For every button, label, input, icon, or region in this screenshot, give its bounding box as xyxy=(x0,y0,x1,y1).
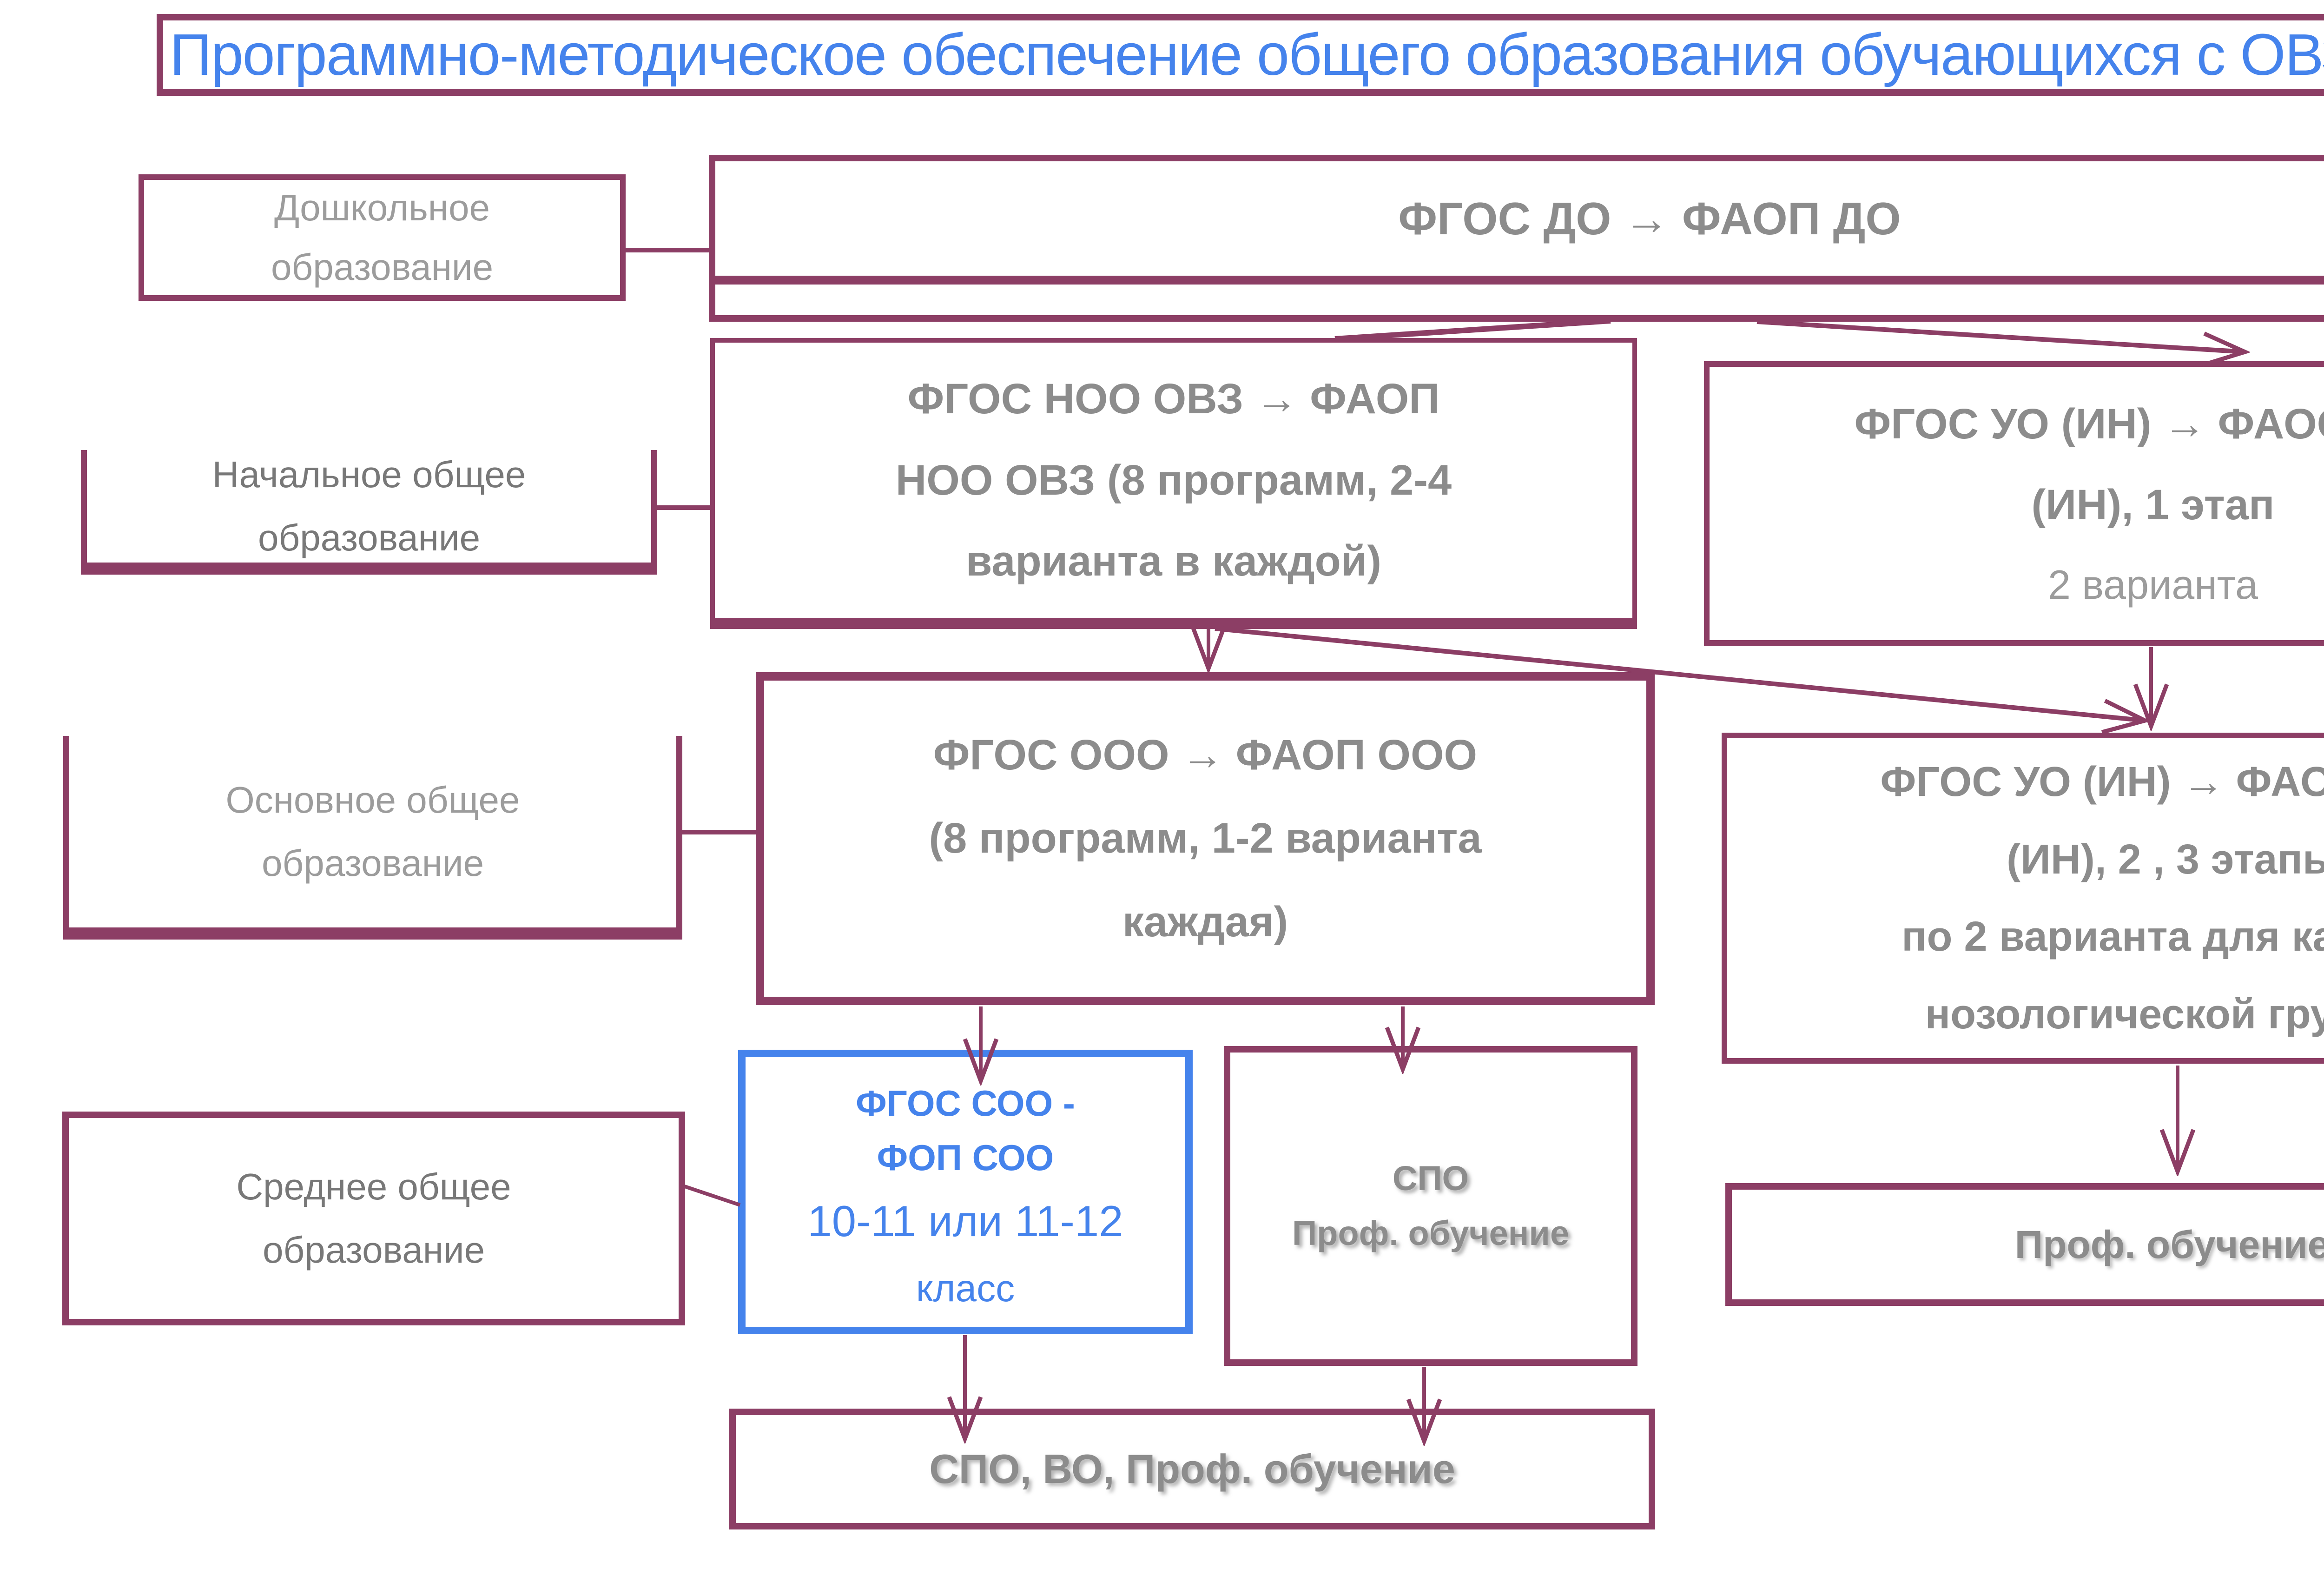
text-line: образование xyxy=(271,246,494,288)
flow-box-spo: СПО Проф. обучение xyxy=(1224,1046,1637,1366)
text-line: Основное общее xyxy=(225,779,520,821)
text-line: ФГОС СОО - xyxy=(856,1083,1075,1124)
text-line: СПО, ВО, Проф. обучение xyxy=(929,1446,1455,1492)
text-line: (ИН), 1 этап xyxy=(2031,481,2275,529)
arrow-do-to-uo1-diagonal xyxy=(1756,319,2245,352)
text-line: СПО xyxy=(1392,1159,1469,1198)
text-line: ФГОС НОО ОВЗ → ФАОП xyxy=(907,375,1440,423)
text-line: ФГОС ДО → ФАОП ДО xyxy=(1398,192,1901,244)
text-line: 10-11 или 11-12 xyxy=(807,1197,1123,1246)
text-line: 2 варианта xyxy=(2048,562,2258,608)
text-line: каждая) xyxy=(1122,898,1288,946)
stage-label-secondary: Среднее общее образование xyxy=(62,1112,685,1325)
connector-do-to-noo-diagonal xyxy=(1334,318,1611,342)
text-line: ФГОС ООО → ФАОП ООО xyxy=(933,731,1478,779)
flow-box-fgos-noo-ovz: ФГОС НОО ОВЗ → ФАОП НОО ОВЗ (8 программ,… xyxy=(710,338,1637,629)
text-line: Среднее общее xyxy=(236,1166,511,1207)
text-line: Проф. обучение xyxy=(1292,1214,1569,1252)
text-line: нозологической группы xyxy=(1925,991,2324,1038)
flow-box-prof-training: Проф. обучение xyxy=(1725,1183,2324,1306)
flow-box-fgos-soo: ФГОС СОО - ФОП СОО 10-11 или 11-12 класс xyxy=(738,1050,1193,1334)
text-line: НОО ОВЗ (8 программ, 2-4 xyxy=(895,456,1452,504)
flow-box-fgos-uo-stage23: ФГОС УО (ИН) → ФАООП УО (ИН), 2 , 3 этап… xyxy=(1722,733,2324,1064)
text-line: ФГОС УО (ИН) → ФАООП УО xyxy=(1854,400,2324,448)
text-line: образование xyxy=(262,1229,485,1271)
text-line: (8 программ, 1-2 варианта xyxy=(929,814,1482,862)
text-line: ФОП СОО xyxy=(877,1137,1054,1178)
flow-box-spo-vo-prof: СПО, ВО, Проф. обучение xyxy=(729,1409,1655,1529)
flow-box-fgos-uo-stage1: ФГОС УО (ИН) → ФАООП УО (ИН), 1 этап 2 в… xyxy=(1704,361,2324,646)
text-line: Дошкольное xyxy=(274,187,490,228)
title-box: Программно-методическое обеспечение обще… xyxy=(157,14,2324,96)
text-line: Проф. обучение xyxy=(2014,1222,2324,1266)
text-line: ФГОС УО (ИН) → ФАООП УО xyxy=(1880,759,2324,805)
connector-secondary-to-soo xyxy=(684,1185,741,1207)
text-line: образование xyxy=(261,842,484,884)
stage-label-preschool: Дошкольное образование xyxy=(139,174,626,301)
text-line: варианта в каждой) xyxy=(965,537,1382,585)
stage-label-primary: Начальное общее образование xyxy=(81,450,657,575)
flow-box-fgos-ooo: ФГОС ООО → ФАОП ООО (8 программ, 1-2 вар… xyxy=(756,672,1655,1005)
flow-box-empty-strip xyxy=(709,278,2324,322)
page-title: Программно-методическое обеспечение обще… xyxy=(170,22,2324,87)
stage-label-basic: Основное общее образование xyxy=(63,736,682,940)
text-line: образование xyxy=(257,517,481,558)
text-line: Начальное общее xyxy=(212,454,526,495)
text-line: (ИН), 2 , 3 этапы xyxy=(2007,836,2324,883)
text-line: по 2 варианта для каждой xyxy=(1901,914,2324,960)
text-line: класс xyxy=(916,1267,1015,1310)
flow-box-fgos-do: ФГОС ДО → ФАОП ДО xyxy=(709,155,2324,282)
